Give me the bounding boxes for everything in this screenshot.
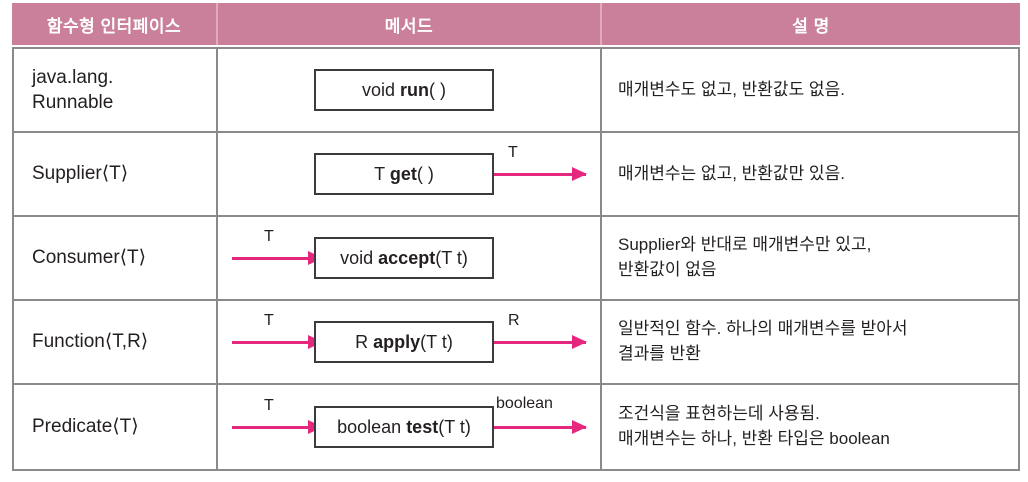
column-header-interface: 함수형 인터페이스: [12, 3, 216, 45]
input-arrow-icon: [232, 420, 323, 434]
method-name: run: [400, 79, 430, 100]
interface-name: Predicate⟨T⟩: [32, 416, 139, 438]
input-arrow-label: T: [264, 228, 274, 245]
input-arrow-icon: [232, 251, 323, 265]
method-diagram: boolean test(T t) T boolean: [218, 385, 600, 469]
column-header-description: 설 명: [600, 3, 1020, 45]
method-name: get: [389, 163, 417, 184]
description-cell: 매개변수는 없고, 반환값만 있음.: [600, 133, 1018, 215]
method-return-type: void: [361, 79, 401, 100]
description-cell: 매개변수도 없고, 반환값도 없음.: [600, 49, 1018, 131]
method-params: ( ): [416, 163, 434, 184]
output-arrow-icon: [494, 335, 587, 349]
interface-name: Supplier⟨T⟩: [32, 163, 129, 185]
description-cell: 일반적인 함수. 하나의 매개변수를 받아서 결과를 반환: [600, 301, 1018, 383]
output-arrow-icon: [494, 420, 587, 434]
description-cell: 조건식을 표현하는데 사용됨. 매개변수는 하나, 반환 타입은 boolean: [600, 385, 1018, 469]
method-params: (T t): [435, 247, 468, 268]
description-cell: Supplier와 반대로 매개변수만 있고, 반환값이 없음: [600, 217, 1018, 299]
interface-name: Function⟨T,R⟩: [32, 331, 149, 353]
method-signature-box: T get( ): [314, 153, 494, 195]
output-arrow-icon: [494, 167, 587, 181]
table-body: java.lang. Runnable void run( ) 매개변수도 없고…: [12, 47, 1020, 471]
method-diagram-cell: void accept(T t) T: [216, 217, 600, 299]
interface-name: java.lang. Runnable: [32, 66, 114, 113]
method-signature-box: void run( ): [314, 69, 494, 111]
method-diagram-cell: R apply(T t) T R: [216, 301, 600, 383]
method-name: apply: [373, 331, 421, 352]
method-diagram-cell: boolean test(T t) T boolean: [216, 385, 600, 469]
method-diagram: T get( ) T: [218, 132, 600, 216]
method-signature-box: R apply(T t): [314, 321, 494, 363]
method-return-type: T: [374, 163, 390, 184]
interface-name-cell: Predicate⟨T⟩: [14, 385, 216, 469]
method-signature-box: boolean test(T t): [314, 406, 494, 448]
interface-name-cell: Function⟨T,R⟩: [14, 301, 216, 383]
table-row: Consumer⟨T⟩ void accept(T t) T Supplier와…: [14, 217, 1018, 301]
method-name: accept: [378, 247, 436, 268]
interface-name-cell: Consumer⟨T⟩: [14, 217, 216, 299]
table-row: Function⟨T,R⟩ R apply(T t) T R 일반적인 함수. …: [14, 301, 1018, 385]
output-arrow-label: boolean: [496, 395, 553, 412]
table-header-row: 함수형 인터페이스 메서드 설 명: [12, 3, 1020, 45]
method-signature-box: void accept(T t): [314, 237, 494, 279]
method-return-type: R: [355, 331, 374, 352]
method-diagram: R apply(T t) T R: [218, 300, 600, 384]
method-params: (T t): [438, 416, 471, 437]
interface-name-cell: java.lang. Runnable: [14, 49, 216, 131]
method-return-type: boolean: [337, 416, 407, 437]
output-arrow-label: T: [508, 144, 518, 161]
table-row: java.lang. Runnable void run( ) 매개변수도 없고…: [14, 49, 1018, 133]
method-diagram: void accept(T t) T: [218, 216, 600, 300]
method-diagram: void run( ): [218, 48, 600, 132]
method-params: ( ): [429, 79, 447, 100]
method-diagram-cell: T get( ) T: [216, 133, 600, 215]
method-diagram-cell: void run( ): [216, 49, 600, 131]
method-params: (T t): [420, 331, 453, 352]
table-row: Predicate⟨T⟩ boolean test(T t) T boolean…: [14, 385, 1018, 469]
input-arrow-icon: [232, 335, 323, 349]
input-arrow-label: T: [264, 397, 274, 414]
interface-name-cell: Supplier⟨T⟩: [14, 133, 216, 215]
table-row: Supplier⟨T⟩ T get( ) T 매개변수는 없고, 반환값만 있음…: [14, 133, 1018, 217]
method-name: test: [406, 416, 439, 437]
input-arrow-label: T: [264, 312, 274, 329]
interface-name: Consumer⟨T⟩: [32, 247, 147, 269]
output-arrow-label: R: [508, 312, 520, 329]
column-header-method: 메서드: [216, 3, 600, 45]
method-return-type: void: [340, 247, 379, 268]
